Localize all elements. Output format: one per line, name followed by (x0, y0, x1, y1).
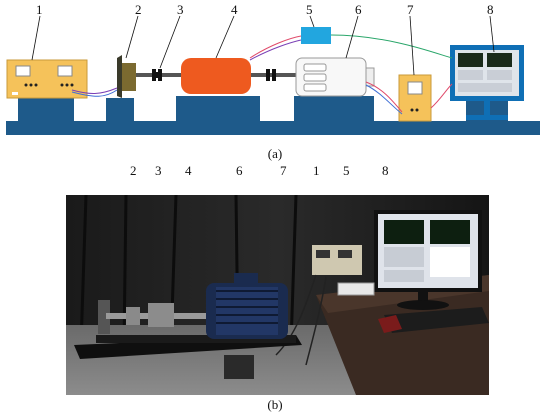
photo-wires-b (305, 276, 327, 366)
label-b-6: 6 (236, 163, 243, 178)
photo-panel-b (66, 195, 489, 395)
wire-1-2 (71, 87, 118, 94)
label-b-5: 5 (343, 163, 350, 178)
sensor-box (337, 282, 375, 296)
wire-1-2b (71, 89, 118, 97)
torque-sensor (148, 303, 174, 327)
pedestal-4 (176, 96, 260, 121)
label-a-7: 7 (407, 2, 414, 17)
label-a-5: 5 (306, 2, 313, 17)
brake-2 (117, 55, 136, 98)
rig-rail (96, 335, 296, 343)
motor (206, 273, 288, 339)
power-supply-1 (6, 59, 88, 99)
computer-monitor (374, 210, 482, 310)
label-a-8: 8 (487, 2, 494, 17)
leader-2 (125, 15, 139, 59)
label-a-6: 6 (355, 2, 362, 17)
coupling-right (266, 69, 276, 81)
label-b-4: 4 (185, 163, 192, 178)
wire-7-8 (430, 83, 453, 109)
base-rail (6, 121, 540, 135)
label-a-1: 1 (36, 2, 43, 17)
coupling-3 (152, 69, 162, 81)
wire-6-7a (365, 81, 403, 113)
schematic-svg: 1 2 3 4 5 6 7 8 (6, 2, 540, 135)
label-a-2: 2 (135, 2, 142, 17)
label-a-3: 3 (177, 2, 184, 17)
wire-6-7b (365, 84, 403, 115)
controller-7 (398, 74, 432, 122)
pedestal-6 (294, 96, 374, 121)
curtain-folds (79, 195, 298, 346)
leader-5 (309, 15, 315, 28)
power-supply (312, 245, 362, 275)
label-b-1: 1 (313, 163, 320, 178)
photo-wires (275, 274, 317, 356)
computer-8 (450, 45, 524, 120)
leader-4 (215, 15, 235, 59)
coupling (126, 307, 140, 325)
pedestal-1 (18, 98, 74, 121)
pedestal-2 (106, 98, 134, 121)
caption-a: (a) (267, 146, 283, 161)
motor-6 (295, 57, 375, 97)
photo-svg (66, 195, 489, 395)
label-b-7: 7 (280, 163, 287, 178)
leader-8 (489, 15, 495, 53)
leader-7 (409, 15, 415, 76)
brake (98, 300, 110, 334)
wire-5-8 (330, 34, 453, 59)
leader-3 (159, 15, 181, 69)
wire-4-5a (249, 35, 302, 59)
label-b-2: 2 (130, 163, 137, 178)
controller (224, 355, 254, 379)
label-b-3: 3 (155, 163, 162, 178)
photo-labels-svg: 2 3 4 6 7 1 5 8 (130, 163, 389, 178)
leader-6 (345, 15, 359, 59)
label-a-4: 4 (231, 2, 238, 17)
wire-4-5b (249, 39, 302, 61)
caption-b: (b) (267, 397, 283, 412)
keyboard (384, 307, 489, 333)
leader-1 (31, 15, 41, 61)
keyboard-accent (378, 315, 402, 333)
sensor-box-5 (301, 27, 331, 44)
motor-4 (181, 58, 251, 94)
schematic-panel-a: 1 2 3 4 5 6 7 8 (0, 0, 550, 140)
label-b-8: 8 (382, 163, 389, 178)
